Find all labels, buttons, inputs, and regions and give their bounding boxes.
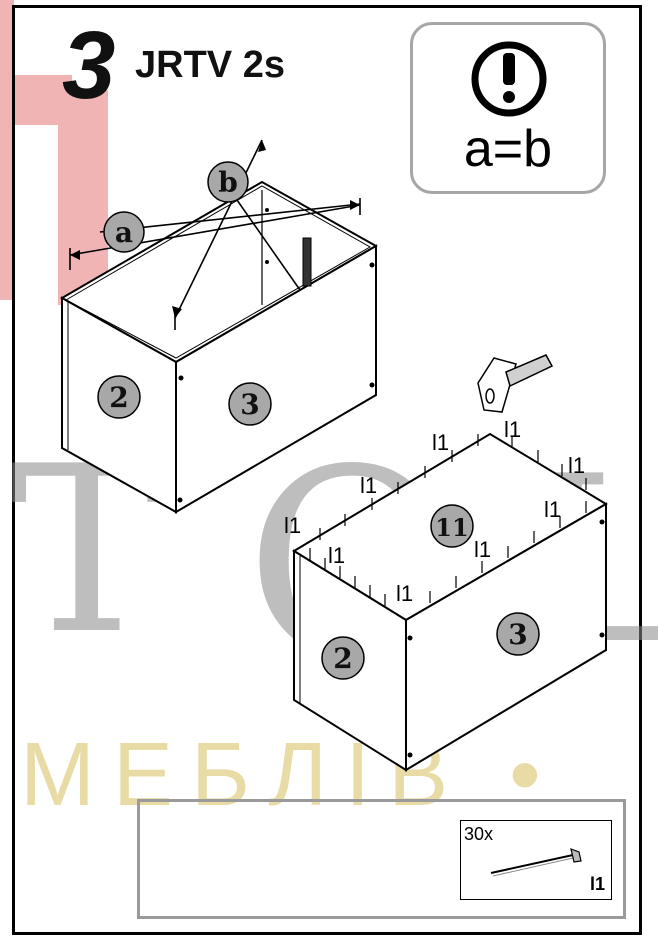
callout-b-badge: b <box>207 161 249 203</box>
hammer-icon <box>477 354 554 413</box>
fastener-label: l1 <box>504 417 521 442</box>
notice-box: a=b <box>410 22 606 194</box>
callout-a-label: a <box>115 216 133 249</box>
part-badge-3-lower: 3 <box>496 612 540 656</box>
part-badge-3-upper: 3 <box>228 382 272 426</box>
fastener-labels: l1 l1 l1 l1 l1 l1 l1 l1 l1 <box>284 417 585 606</box>
nail-marks <box>309 434 587 606</box>
part-badge-11: 11 <box>430 504 474 548</box>
callout-a-badge: a <box>103 211 145 253</box>
step-number: 3 <box>62 12 115 119</box>
fastener-label: l1 <box>328 543 345 568</box>
watermark-red-shape <box>58 90 108 305</box>
part-badge-2-upper: 2 <box>97 375 141 419</box>
part-3-label: 3 <box>508 618 527 651</box>
part-11-label: 11 <box>435 513 468 542</box>
fastener-label: l1 <box>396 581 413 606</box>
lower-cabinet-details <box>407 519 605 758</box>
hardware-quantity: 30x <box>464 824 494 844</box>
part-3-label: 3 <box>240 388 259 421</box>
parts-panel <box>137 799 626 919</box>
fastener-label: l1 <box>284 513 301 538</box>
hardware-box: 30x l1 <box>460 820 612 900</box>
measurement-arrowheads <box>70 140 360 318</box>
model-code: JRTV 2s <box>135 44 285 86</box>
fastener-label: l1 <box>432 430 449 455</box>
fastener-label: l1 <box>474 537 491 562</box>
part-2-label: 2 <box>109 381 128 414</box>
page-frame <box>12 5 642 935</box>
part-2-label: 2 <box>333 642 352 675</box>
notice-text: a=b <box>463 120 553 178</box>
part-badge-2-lower: 2 <box>321 636 365 680</box>
fastener-label: l1 <box>544 497 561 522</box>
callout-b-label: b <box>218 166 238 199</box>
nail-icon <box>490 848 582 877</box>
exclamation-circle-icon <box>471 41 547 117</box>
fastener-label: l1 <box>568 453 585 478</box>
upper-cabinet-details <box>177 208 375 503</box>
hardware-code: l1 <box>589 874 605 894</box>
fastener-label: l1 <box>360 473 377 498</box>
